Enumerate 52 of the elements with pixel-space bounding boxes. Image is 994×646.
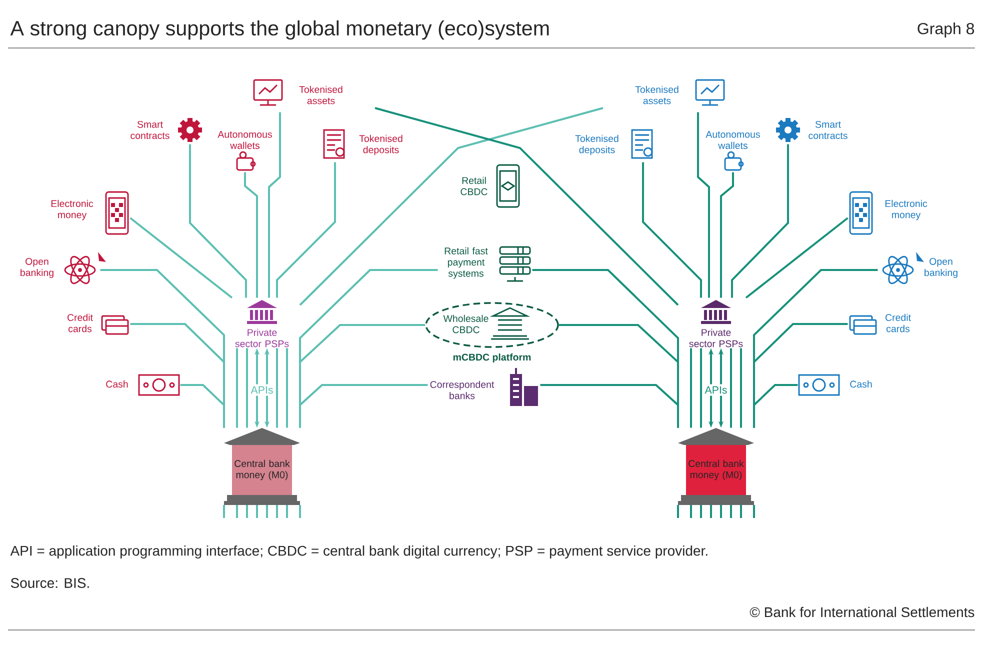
item-label: Credit cards	[68, 314, 93, 332]
platform-label: mCBDC platform	[453, 353, 531, 363]
connector-line	[697, 112, 710, 298]
connector-line	[244, 172, 258, 298]
connector-line	[753, 384, 798, 428]
item-label: Private sector PSPs	[235, 328, 289, 348]
item-label: Smart contracts	[808, 120, 848, 140]
title: A strong canopy supports the global monetary (eco)system	[10, 20, 549, 40]
connector-line	[540, 384, 679, 428]
item-label: Autonomous wallets	[218, 131, 272, 149]
item-label: Tokenised assets	[635, 86, 678, 104]
connector-line	[720, 172, 734, 298]
item-label: Retail fast payment systems	[444, 247, 488, 279]
connector-line	[286, 348, 288, 428]
item-label: Credit cards	[886, 314, 911, 332]
central-bank-building: Central bank money (M0)	[224, 428, 300, 505]
connector-line	[236, 348, 238, 428]
item-label: Electronic money	[885, 200, 928, 220]
central-bank-building: Central bank money (M0)	[678, 428, 754, 505]
item-label: Private sector PSPs	[689, 328, 743, 348]
item-label: Correspondent banks	[430, 380, 494, 400]
item-label: Open banking	[924, 258, 958, 278]
item-label: Autonomous wallets	[706, 131, 760, 149]
connector-line	[130, 217, 233, 299]
connector-line	[180, 384, 225, 428]
connector-line	[276, 162, 336, 298]
item-label: Tokenised assets	[299, 86, 342, 104]
edge-label: APIs	[248, 384, 276, 396]
connector-line	[690, 348, 692, 428]
graph-number: Graph 8	[918, 22, 974, 38]
item-label: Tokenised deposits	[575, 134, 618, 156]
item-label: Open banking	[20, 258, 54, 278]
connector-line	[268, 112, 282, 298]
connector-line	[700, 348, 702, 428]
connector-line	[299, 384, 428, 428]
copyright-note: © Bank for International Settlements	[750, 606, 974, 618]
item-label: Retail CBDC	[460, 176, 488, 196]
edge-label: APIs	[702, 384, 730, 396]
item-label: Electronic money	[51, 200, 94, 220]
connector-line	[642, 162, 702, 298]
connector-line	[745, 217, 848, 299]
connector-line	[276, 348, 278, 428]
item-label: Wholesale CBDC	[443, 314, 488, 334]
connector-line	[740, 348, 742, 428]
connector-line	[730, 348, 732, 428]
item-label: Cash	[106, 380, 128, 388]
item-label: Smart contracts	[130, 120, 170, 140]
item-label: Cash	[850, 380, 872, 388]
item-label: Tokenised deposits	[359, 134, 402, 156]
footnote: API = application programming interface; CBDC = central bank digital currency; PSP = payment service provider.	[10, 545, 708, 559]
connector-line	[246, 348, 248, 428]
source-note: Source: BIS.	[10, 578, 89, 588]
